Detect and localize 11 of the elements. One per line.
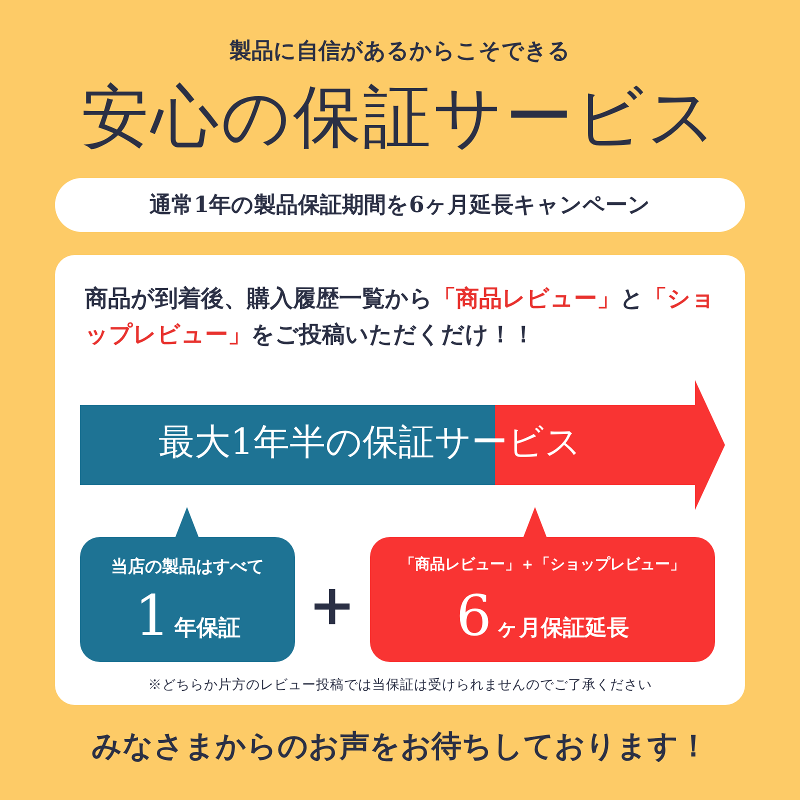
info-panel — [55, 255, 745, 705]
campaign-banner — [55, 178, 745, 232]
bubble-heading: 「商品レビュー」＋「ショップレビュー」 — [399, 555, 686, 574]
campaign-text: 通常1年の製品保証期間を6ヶ月延長キャンペーン — [148, 191, 652, 220]
footnote: ※どちらか片方のレビュー投稿では当保証は受けられませんのでご了承ください — [147, 676, 653, 694]
instruction-text: 商品が到着後、購入履歴一覧から「商品レビュー」と「ショップレビュー」をご投稿いただくだけ！！ — [85, 284, 716, 350]
title: 安心の保証サービス — [80, 77, 720, 159]
caption: みなさまからのお声をお待ちしております！ — [90, 728, 710, 766]
bubble-heading: 当店の製品はすべて — [110, 556, 265, 578]
subheading: 製品に自信があるからこそできる — [228, 37, 572, 66]
plus-sign: ＋ — [300, 572, 360, 636]
